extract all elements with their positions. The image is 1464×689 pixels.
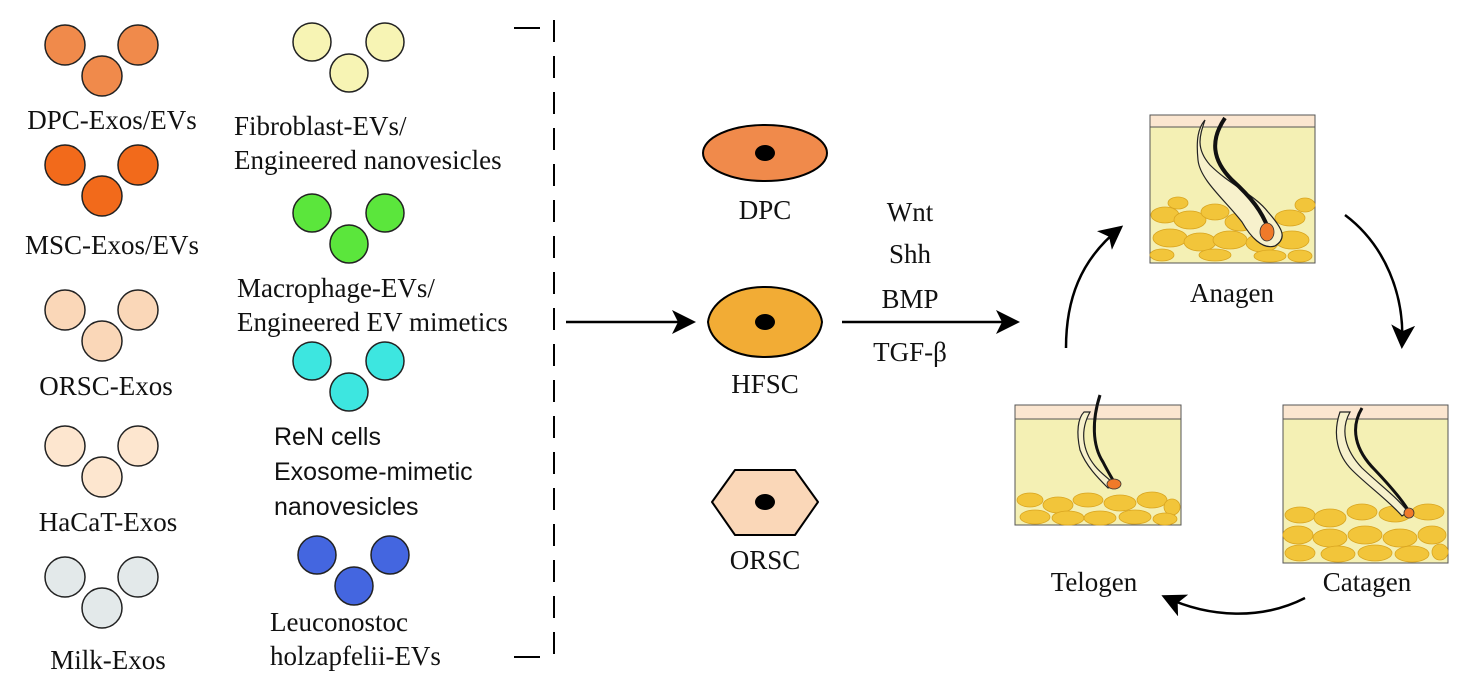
vesicle-circle: [117, 425, 159, 467]
label-milk-exos: Milk-Exos: [50, 645, 166, 675]
label-ren-line3: nanovesicles: [274, 493, 419, 521]
skin-panel-telogen: [1014, 394, 1182, 526]
vesicle-circle: [297, 535, 337, 575]
vesicle-circle: [117, 144, 159, 186]
pathway-bmp: BMP: [881, 284, 939, 314]
label-cell-orsc: ORSC: [729, 545, 801, 575]
pathway-shh: Shh: [888, 239, 932, 269]
vesicle-triplet-ren: [292, 341, 405, 412]
cell-hfsc: [706, 285, 824, 359]
label-msc-exos: MSC-Exos/EVs: [24, 230, 200, 260]
label-ren-line1: ReN cells: [274, 423, 381, 451]
vesicle-circle: [44, 24, 86, 66]
label-cell-dpc: DPC: [738, 195, 792, 225]
vesicle-circle: [334, 566, 374, 606]
pathway-wnt: Wnt: [886, 197, 934, 227]
vesicle-triplet-dpc: [44, 24, 159, 97]
vesicle-circle: [292, 193, 332, 233]
vesicle-triplet-fibroblast: [292, 22, 405, 93]
label-fibroblast-line1: Fibroblast-EVs/: [234, 111, 407, 141]
label-dpc-exos: DPC-Exos/EVs: [27, 105, 197, 135]
vesicle-circle: [117, 24, 159, 66]
vesicle-triplet-macrophage: [292, 193, 405, 264]
vesicle-circle: [117, 289, 159, 331]
arrow-catagen-to-telogen: [1161, 594, 1306, 617]
label-orsc-exos: ORSC-Exos: [39, 371, 173, 401]
vesicle-circle: [329, 53, 369, 93]
vesicle-triplet-leuconostoc: [297, 535, 410, 606]
vesicle-circle: [44, 289, 86, 331]
vesicle-circle: [292, 341, 332, 381]
label-ren-line2: Exosome-mimetic: [274, 458, 473, 486]
cell-dpc: [702, 124, 828, 182]
vesicle-circle: [292, 22, 332, 62]
vesicle-circle: [44, 144, 86, 186]
nucleus: [755, 314, 775, 330]
vesicle-circle: [44, 425, 86, 467]
label-macrophage-line1: Macrophage-EVs/: [237, 273, 435, 303]
vesicle-triplet-hacat: [44, 425, 159, 498]
skin-panel-anagen: [1149, 114, 1316, 264]
vesicle-circle: [81, 587, 123, 629]
vesicle-triplet-msc: [44, 144, 159, 217]
vesicle-circle: [370, 535, 410, 575]
vesicle-circle: [365, 193, 405, 233]
vesicle-circle: [329, 372, 369, 412]
vesicle-circle: [81, 175, 123, 217]
vesicle-circle: [44, 556, 86, 598]
vesicle-circle: [117, 556, 159, 598]
cell-orsc: [711, 469, 819, 536]
vesicle-circle: [81, 55, 123, 97]
label-leuconostoc-line2: holzapfelii-EVs: [270, 641, 441, 671]
vesicle-circle: [81, 320, 123, 362]
label-leuconostoc-line1: Leuconostoc: [270, 607, 408, 637]
vesicle-circle: [329, 224, 369, 264]
nucleus: [755, 145, 775, 161]
pathway-tgf-beta: TGF-β: [873, 337, 947, 367]
label-catagen: Catagen: [1322, 567, 1412, 597]
label-telogen: Telogen: [1050, 567, 1138, 597]
label-hacat-exos: HaCaT-Exos: [38, 507, 178, 537]
arrow-telogen-to-anagen: [1064, 225, 1124, 349]
label-fibroblast-line2: Engineered nanovesicles: [234, 145, 502, 175]
nucleus: [755, 494, 775, 510]
vesicle-circle: [365, 22, 405, 62]
arrow-anagen-to-catagen: [1344, 214, 1416, 349]
label-macrophage-line2: Engineered EV mimetics: [237, 307, 508, 337]
dashed-bracket: [514, 20, 555, 660]
vesicle-circle: [81, 456, 123, 498]
skin-panel-catagen: [1282, 404, 1449, 564]
label-anagen: Anagen: [1190, 278, 1274, 308]
vesicle-triplet-milk: [44, 556, 159, 629]
label-cell-hfsc: HFSC: [731, 369, 799, 399]
vesicle-circle: [365, 341, 405, 381]
vesicle-triplet-orsc: [44, 289, 159, 362]
